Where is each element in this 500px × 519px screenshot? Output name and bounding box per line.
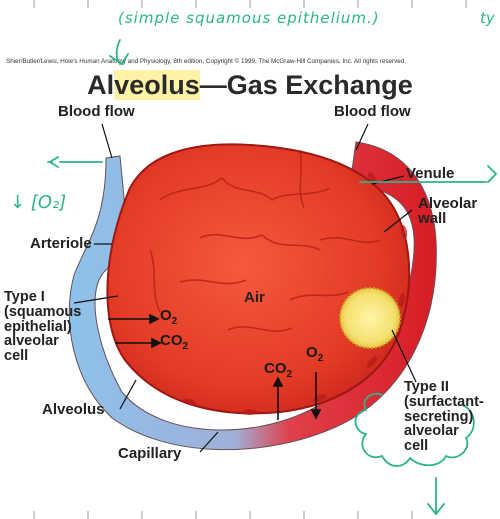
handwritten-o2-note: ↓ [O₂] <box>10 192 66 213</box>
co2-left: CO2 <box>160 332 188 352</box>
label-arteriole: Arteriole <box>30 236 92 251</box>
label-venule: Venule <box>406 166 454 181</box>
type2-cell <box>340 288 400 348</box>
label-alveolus: Alveolus <box>42 402 105 417</box>
alveolus-sac <box>107 144 409 413</box>
o2-bottom: O2 <box>306 344 323 364</box>
co2-bottom: CO2 <box>264 360 292 380</box>
label-blood-flow-right: Blood flow <box>334 104 411 119</box>
label-air: Air <box>244 290 265 305</box>
label-type2-cell: Type II (surfactant- secreting) alveolar… <box>404 380 484 454</box>
label-type1-cell: Type I (squamous epithelial) alveolar ce… <box>4 290 81 364</box>
o2-left: O2 <box>160 307 177 327</box>
label-capillary: Capillary <box>118 446 181 461</box>
label-blood-flow-left: Blood flow <box>58 104 135 119</box>
label-alveolar-wall: Alveolar wall <box>418 196 477 227</box>
